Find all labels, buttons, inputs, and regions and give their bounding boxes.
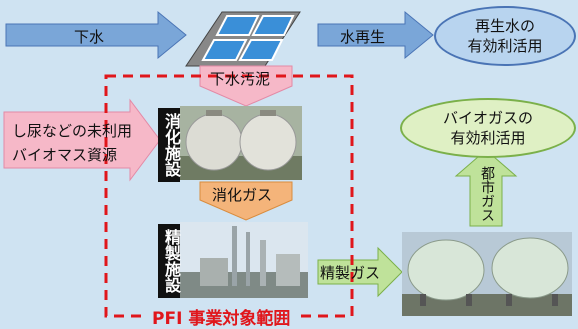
refined-gas-arrow	[317, 246, 403, 298]
pfi-scope-border	[104, 74, 354, 318]
digestion-gas-arrow	[199, 181, 293, 221]
refined-gas-label: 精製ガス	[320, 264, 381, 282]
biogas-use-line1: バイオガスの	[442, 109, 533, 127]
reclaimed-use-line1: 再生水の	[474, 17, 535, 35]
sludge-label: 下水汚泥	[210, 70, 271, 88]
biogas-use-ellipse: バイオガスの 有効利活用	[400, 98, 576, 158]
refining-facility-label: 精製施設	[158, 224, 181, 298]
pfi-scope-label: PFI 事業対象範囲	[148, 304, 295, 329]
digestion-gas-label: 消化ガス	[212, 186, 273, 204]
gas-holder-image	[402, 232, 572, 316]
treatment-plant-icon	[185, 11, 301, 67]
sewage-arrow	[5, 10, 187, 60]
digestion-facility-image	[180, 106, 302, 180]
biomass-arrow	[3, 98, 161, 182]
sewage-label: 下水	[74, 28, 105, 46]
biomass-label-line2: バイオマス資源	[12, 146, 118, 164]
reclaimed-water-label: 水再生	[340, 28, 386, 46]
biogas-use-line2: 有効利活用	[450, 129, 526, 147]
city-gas-arrow	[454, 149, 518, 227]
digestion-facility-label: 消化施設	[158, 108, 181, 182]
city-gas-label: 都市ガス	[479, 166, 495, 222]
biomass-label-line1: し尿などの未利用	[12, 122, 133, 140]
refining-facility-image	[180, 222, 308, 298]
reclaimed-water-use-ellipse: 再生水の 有効利活用	[434, 6, 576, 66]
reclaimed-use-line2: 有効利活用	[467, 37, 543, 55]
reclaimed-water-arrow	[317, 10, 434, 60]
